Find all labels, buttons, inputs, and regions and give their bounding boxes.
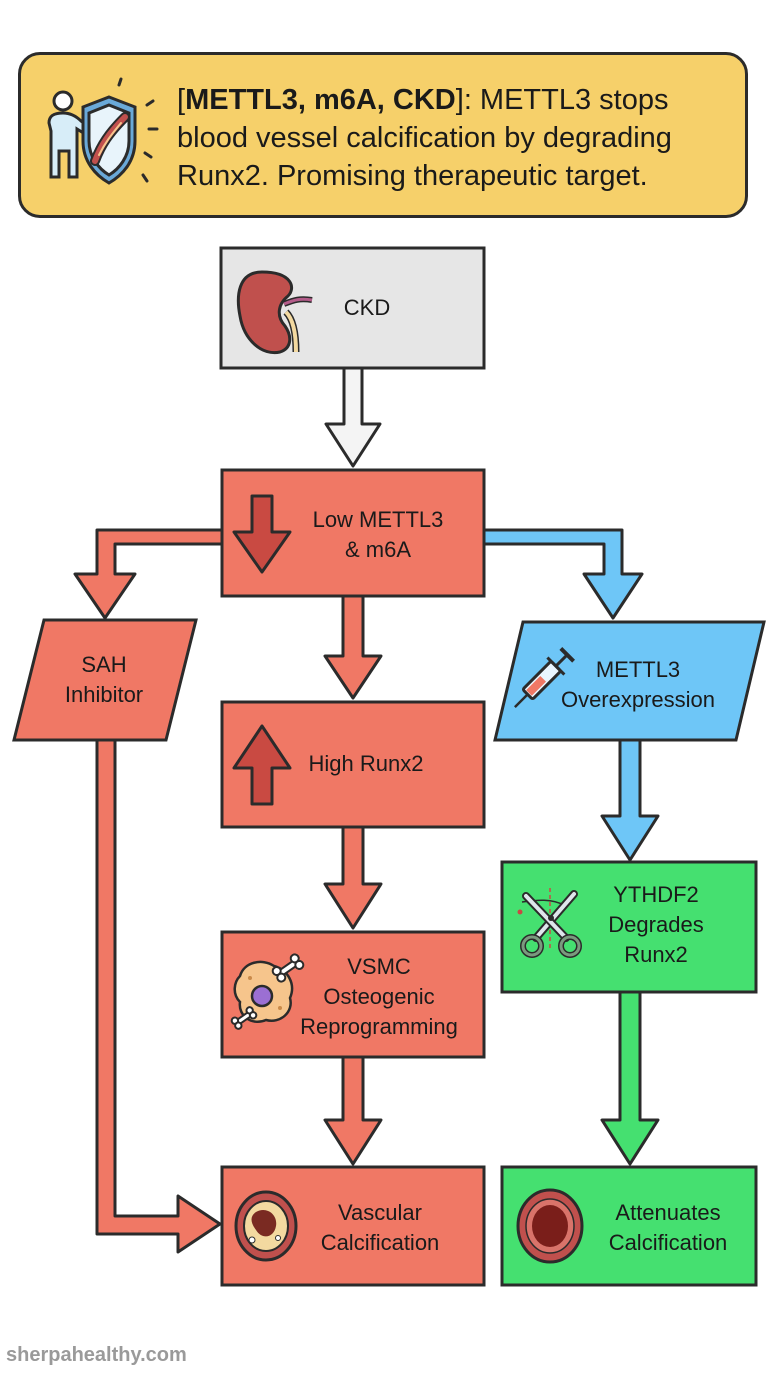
attenuates-calcification-label: Attenuates Calcification (608, 1200, 728, 1255)
arrow-low-mettl3-to-overexpression (482, 528, 644, 620)
ckd-label: CKD (343, 295, 391, 320)
arrow-ckd-to-low-mettl3 (324, 366, 382, 468)
scissors-icon (517, 888, 582, 958)
arrow-low-mettl3-to-sah (73, 528, 224, 620)
arrow-sah-to-vascular (95, 738, 222, 1254)
up-arrow-icon (232, 724, 292, 806)
down-arrow-icon (232, 494, 292, 574)
keywords: METTL3, m6A, CKD (185, 84, 456, 116)
syringe-icon (514, 647, 575, 708)
kidney-icon (236, 270, 313, 355)
calcified-vessel-icon (234, 1190, 298, 1262)
healthy-vessel-icon (516, 1188, 584, 1264)
bracket-open: [ (177, 84, 186, 116)
high-runx2-label: High Runx2 (308, 751, 424, 776)
vascular-calcification-box (220, 1165, 486, 1287)
sah-inhibitor-label: SAH Inhibitor (64, 652, 144, 707)
arrow-ythdf2-to-attenuates (600, 990, 660, 1166)
person-shield-icon (47, 77, 159, 185)
vsmc-label: VSMC Osteogenic Reprogramming (300, 954, 458, 1039)
arrow-low-mettl3-to-high-runx2 (323, 594, 383, 700)
sah-inhibitor-box (12, 618, 198, 742)
footer-site: sherpahealthy.com (6, 1344, 187, 1366)
summary-banner: [METTL3, m6A, CKD]: METTL3 stops blood v… (18, 52, 748, 218)
cell-bone-icon (230, 953, 305, 1030)
arrow-overexpression-to-ythdf2 (600, 738, 660, 862)
low-mettl3-label: Low METTL3 & m6A (312, 507, 444, 562)
summary-text: [METTL3, m6A, CKD]: METTL3 stops blood v… (177, 81, 737, 195)
summary: : METTL3 stops blood vessel calcificatio… (177, 84, 672, 192)
bracket-close: ] (455, 84, 464, 116)
arrow-high-runx2-to-vsmc (323, 825, 383, 930)
ythdf2-label: YTHDF2 Degrades Runx2 (608, 882, 704, 967)
vascular-calcification-label: Vascular Calcification (320, 1200, 440, 1255)
overexpression-label: METTL3 Overexpression (560, 657, 716, 712)
arrow-vsmc-to-vascular (323, 1055, 383, 1166)
